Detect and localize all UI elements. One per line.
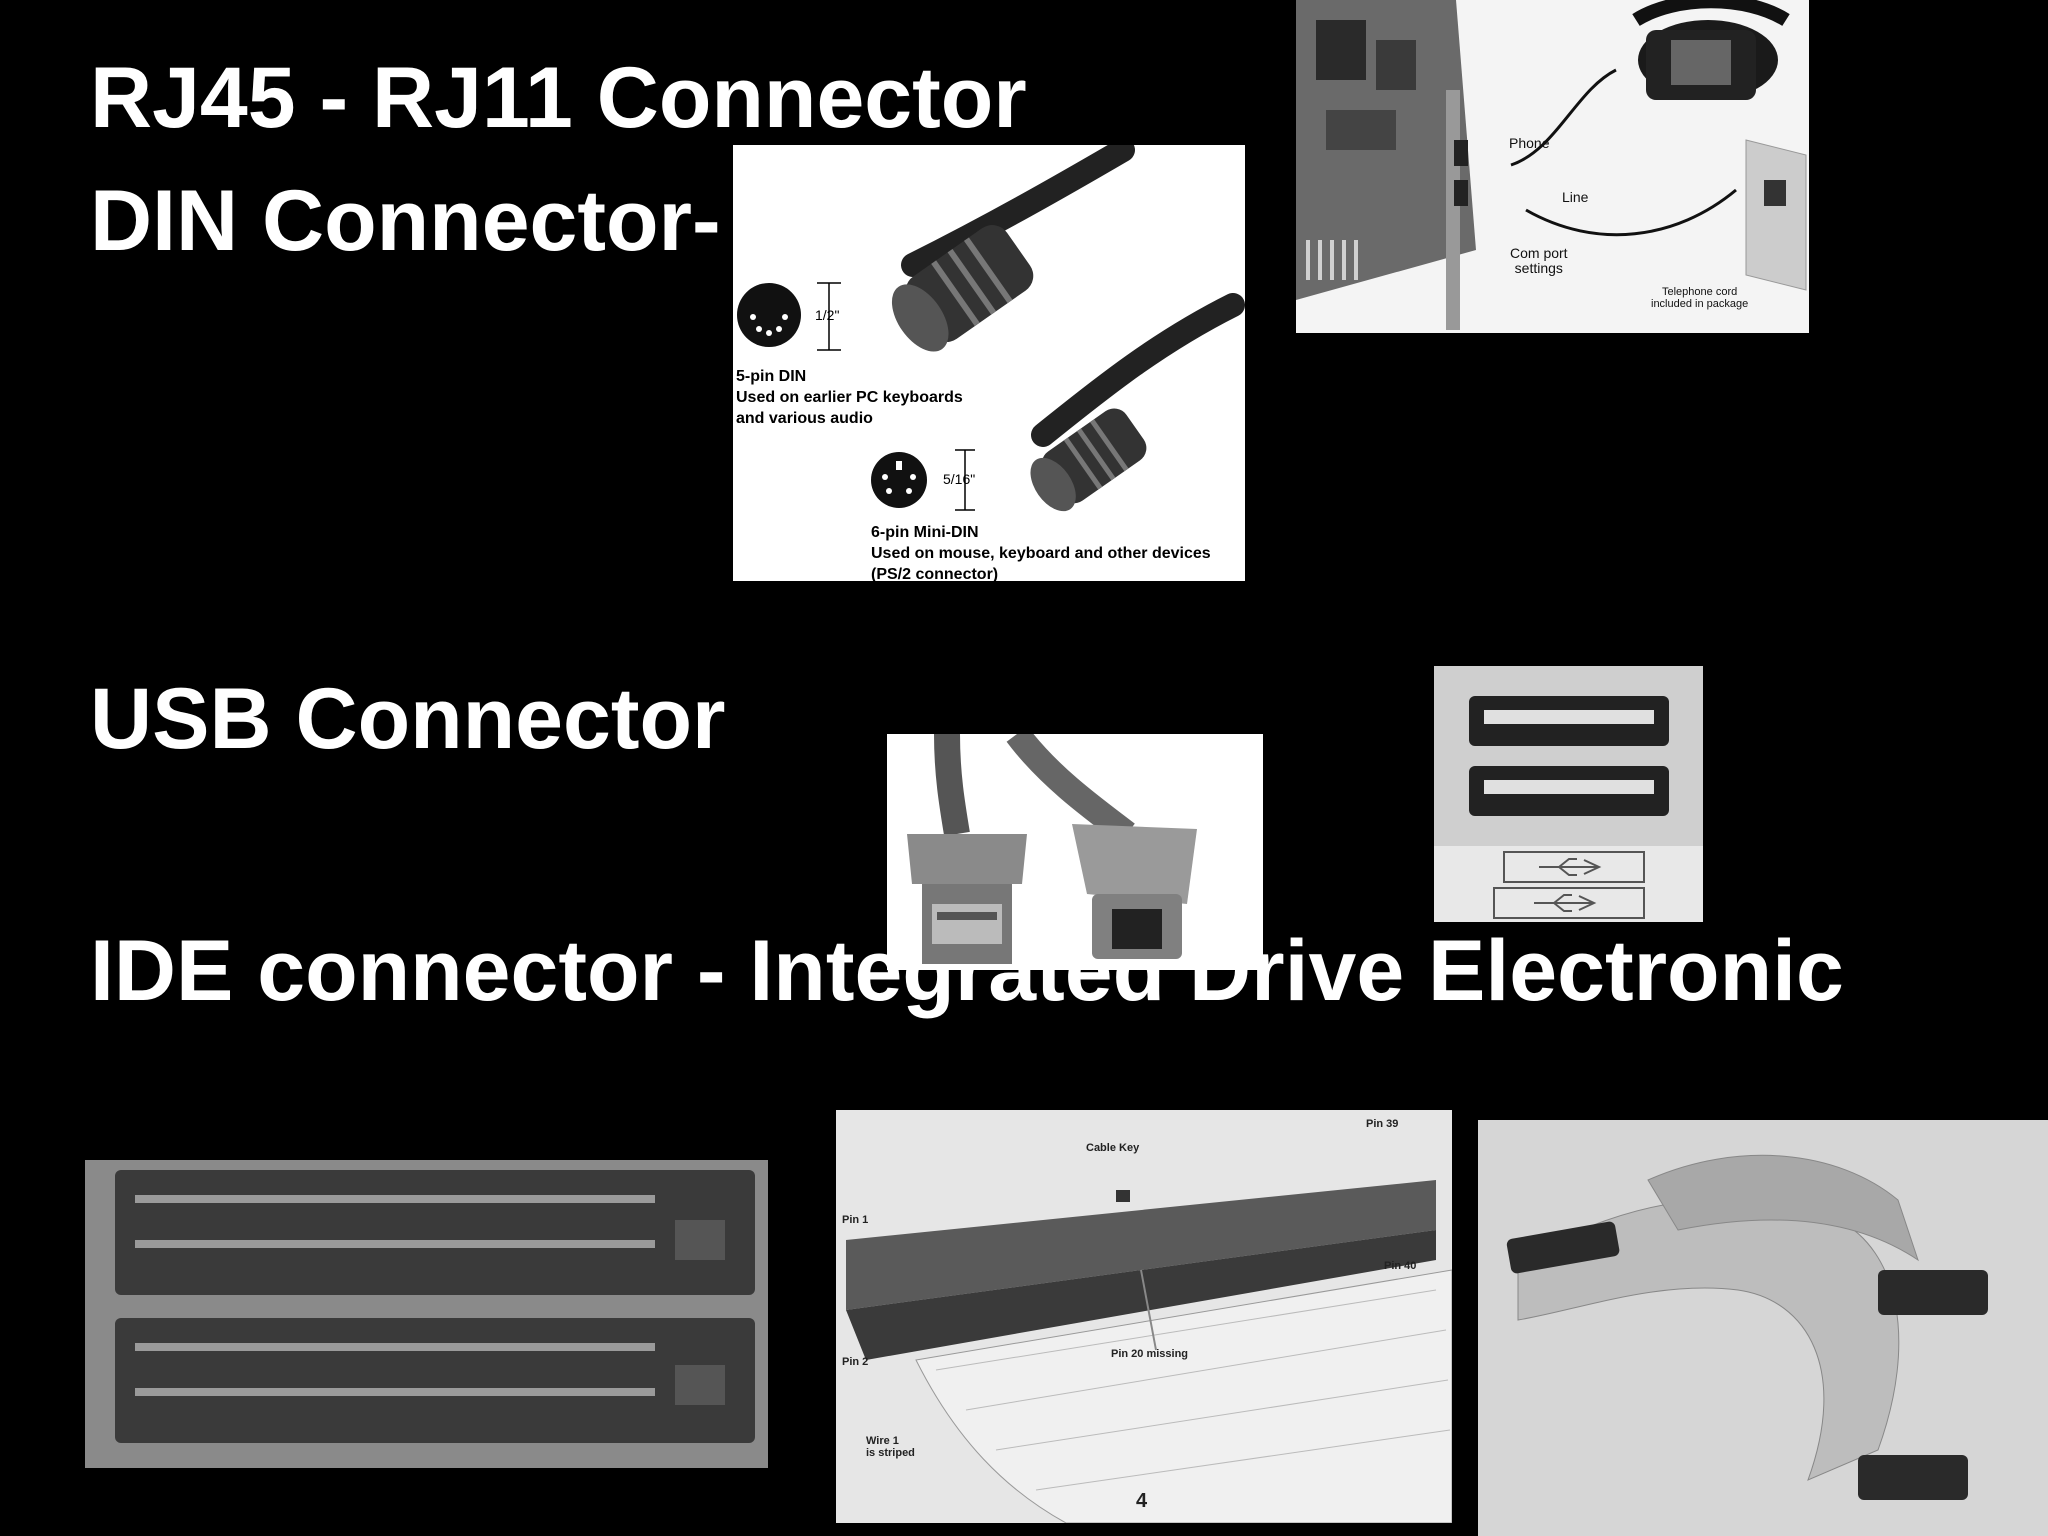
modem-card-drawing xyxy=(1296,0,1807,330)
label-com-port: Com port settings xyxy=(1510,245,1568,277)
six-pin-size-label: 5/16" xyxy=(943,471,976,487)
label-com-port-line1: Com port xyxy=(1510,245,1568,261)
label-pin-1: Pin 1 xyxy=(842,1214,869,1226)
ide-cable-drawing xyxy=(846,1180,1452,1523)
ide-cable-pinout-figure: Cable Key Pin 1 Pin 2 Pin 39 Pin 40 Pin … xyxy=(836,1110,1452,1523)
label-pin-39: Pin 39 xyxy=(1366,1118,1399,1130)
five-pin-name: 5-pin DIN xyxy=(736,368,807,385)
ide-socket-drawing xyxy=(115,1170,755,1443)
five-pin-use-line2: and various audio xyxy=(736,409,873,427)
heading-usb: USB Connector xyxy=(90,671,726,767)
label-wire-1-line1: Wire 1 xyxy=(866,1435,899,1447)
label-cable-key: Cable Key xyxy=(1086,1142,1140,1154)
label-line: Line xyxy=(1562,189,1589,205)
usb-ports-drawing xyxy=(1434,666,1703,922)
din-plugs-drawing xyxy=(737,145,1245,512)
usb-ports-photo xyxy=(1434,666,1703,922)
page-number: 4 xyxy=(1136,1490,1148,1512)
label-telephone-cord: Telephone cord included in package xyxy=(1651,286,1748,310)
ide-ribbon-cable-photo xyxy=(1478,1120,2048,1536)
label-pin-2: Pin 2 xyxy=(842,1356,869,1368)
usb-plugs-drawing xyxy=(907,734,1197,964)
five-pin-caption: 5-pin DIN Used on earlier PC keyboards a… xyxy=(736,367,963,429)
label-wire-1: Wire 1 is striped xyxy=(866,1435,915,1459)
label-wire-1-line2: is striped xyxy=(866,1447,915,1459)
six-pin-use-line2: (PS/2 connector) xyxy=(871,565,999,581)
label-com-port-line2: settings xyxy=(1514,260,1563,277)
label-phone: Phone xyxy=(1509,135,1550,151)
label-telephone-cord-line2: included in package xyxy=(1651,298,1749,311)
five-pin-size-label: 1/2" xyxy=(815,307,840,323)
ide-ribbon-drawing xyxy=(1506,1154,1988,1500)
din-connector-figure: 1/2" 5-pin DIN Used on earlier PC keyboa… xyxy=(733,145,1245,581)
label-telephone-cord-line1: Telephone cord xyxy=(1662,286,1738,298)
six-pin-use-line1: Used on mouse, keyboard and other device… xyxy=(871,544,1211,562)
heading-din: DIN Connector- xyxy=(90,173,721,269)
modem-card-figure: Phone Line Com port settings Telephone c… xyxy=(1296,0,1809,333)
label-pin-20-missing: Pin 20 missing xyxy=(1111,1348,1189,1360)
heading-rj45-rj11: RJ45 - RJ11 Connector xyxy=(90,50,1027,146)
five-pin-use-line1: Used on earlier PC keyboards xyxy=(736,388,963,406)
usb-cable-photo xyxy=(887,734,1263,970)
six-pin-caption: 6-pin Mini-DIN Used on mouse, keyboard a… xyxy=(871,523,1211,581)
six-pin-name: 6-pin Mini-DIN xyxy=(871,524,979,541)
label-pin-40: Pin 40 xyxy=(1384,1260,1417,1272)
ide-socket-photo xyxy=(85,1160,768,1468)
